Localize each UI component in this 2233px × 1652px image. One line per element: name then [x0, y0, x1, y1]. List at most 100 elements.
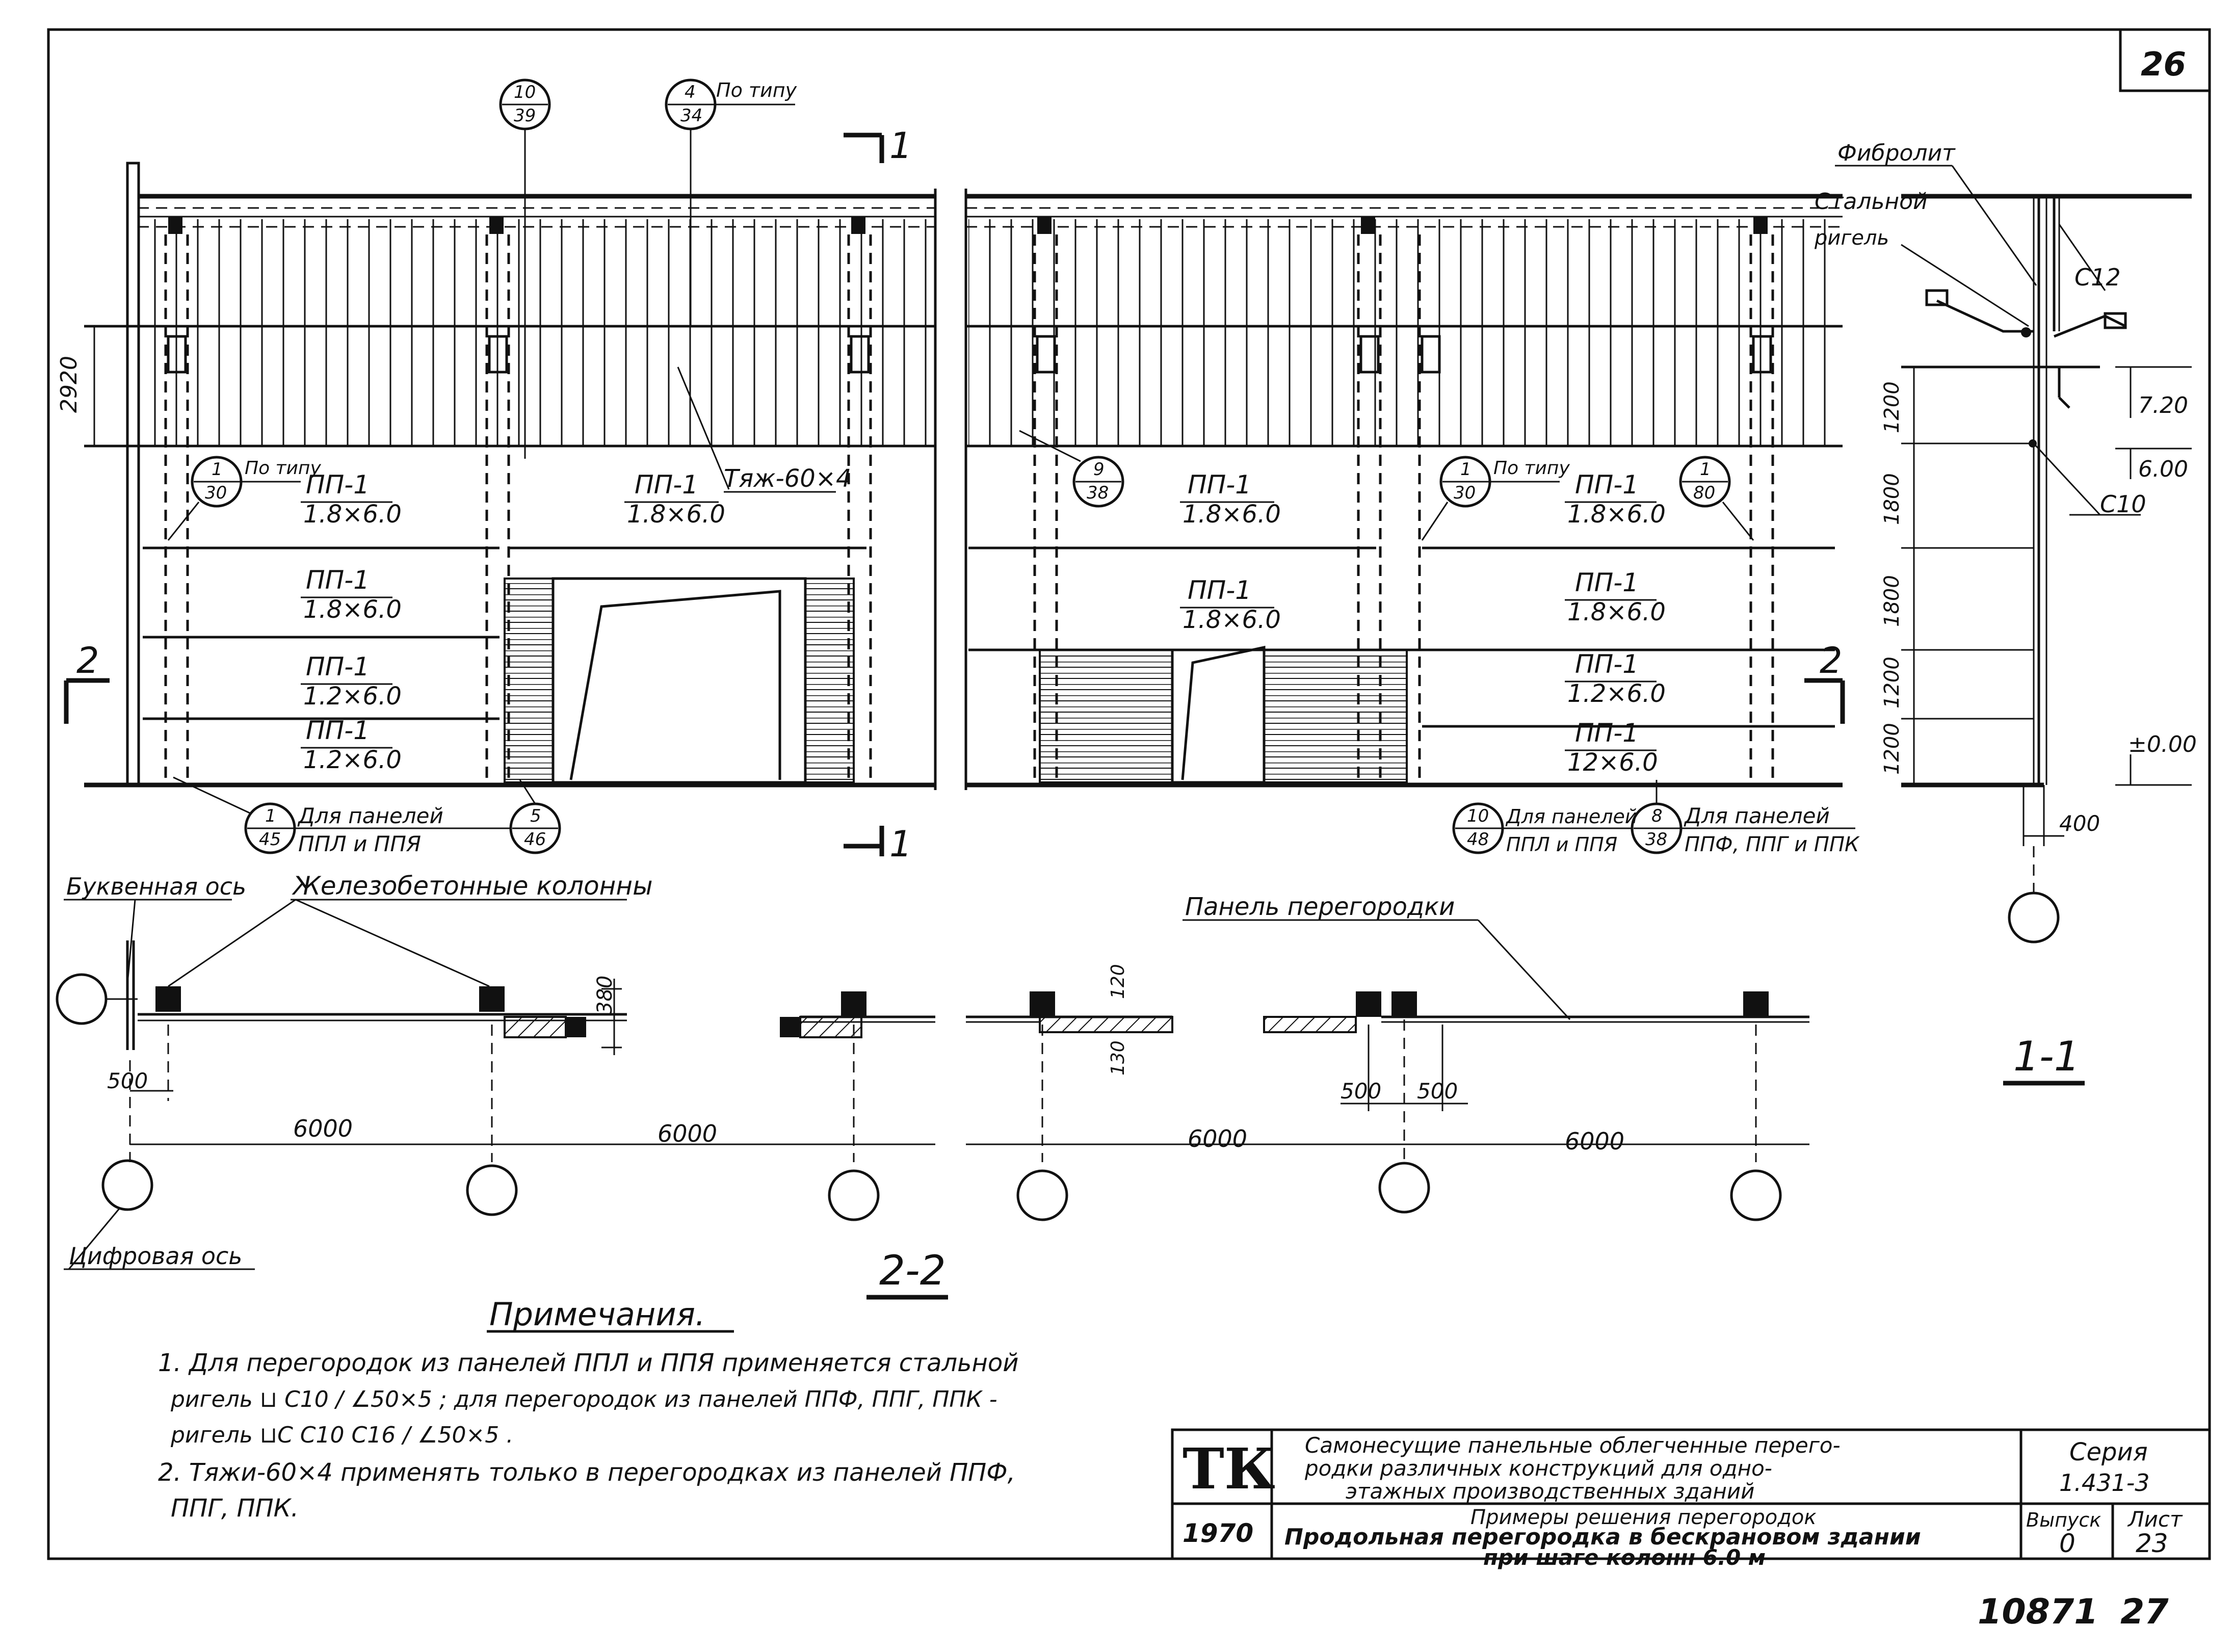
tie-label: Тяж-60×4 — [724, 464, 852, 493]
title-line-1: Самонесущие панельные облегченные перего… — [1305, 1433, 1841, 1458]
panel-label: ПП-11.8×6.0 — [1180, 470, 1281, 529]
span-4: 6000 — [1565, 1127, 1624, 1155]
subtitle-1: Примеры решения перегородок — [1470, 1506, 1816, 1529]
callout-10-48: 10 48 — [1452, 802, 1504, 854]
columns-label: Железобетонные колонны — [292, 871, 653, 901]
archive-number: 10871 — [1978, 1592, 2098, 1632]
svg-text:1.2×6.0: 1.2×6.0 — [1567, 679, 1666, 708]
callout-10-39: 10 39 — [499, 78, 551, 459]
callout-9-38: 9 38 — [1019, 430, 1124, 508]
section-mark-2-right: 2 — [1820, 640, 1843, 681]
archive-page: 27 — [2120, 1592, 2169, 1632]
svg-text:10: 10 — [1467, 806, 1489, 826]
section-mark-1-top: 1 — [889, 125, 912, 167]
series-label: Серия — [2069, 1438, 2148, 1466]
dim-500-c: 500 — [1417, 1079, 1458, 1104]
dim-1800-b: 1800 — [1880, 575, 1904, 627]
span-3: 6000 — [1188, 1125, 1247, 1152]
panel-label: ПП-11.8×6.0 — [1565, 470, 1666, 529]
c12-label: С12 — [2074, 264, 2121, 291]
panel-label: ПП-112×6.0 — [1565, 718, 1658, 777]
svg-text:5: 5 — [530, 806, 541, 826]
callout-4-34: 4 34 По типу — [665, 78, 797, 326]
svg-text:1: 1 — [1460, 459, 1472, 480]
partition-label: Панель перегородки — [1185, 893, 1455, 921]
svg-text:ПП-1: ПП-1 — [306, 565, 370, 595]
svg-text:1.8×6.0: 1.8×6.0 — [303, 595, 402, 624]
svg-text:38: 38 — [1645, 829, 1667, 850]
svg-text:8: 8 — [1651, 806, 1663, 826]
note-right-a1: Для панелей — [1505, 805, 1638, 828]
logo: ТК — [1183, 1436, 1275, 1502]
svg-text:1.2×6.0: 1.2×6.0 — [303, 746, 402, 774]
note-right-b1: Для панелей — [1684, 803, 1830, 828]
svg-text:1.8×6.0: 1.8×6.0 — [1567, 598, 1666, 626]
svg-text:48: 48 — [1467, 829, 1489, 850]
dim-1200-a: 1200 — [1880, 381, 1904, 433]
elev-720: 7.20 — [2138, 392, 2188, 418]
rigel-label: ригель — [1814, 226, 1889, 250]
panel-label: ПП-11.8×6.0 — [301, 470, 402, 529]
callout-1-45: 1 45 — [173, 776, 296, 854]
svg-text:По типу: По типу — [1493, 458, 1570, 479]
height-dim: 2920 — [56, 356, 82, 413]
note-2a: 2. Тяжи-60×4 применять только в перегоро… — [158, 1458, 1015, 1487]
panel-label: ПП-11.8×6.0 — [624, 470, 725, 529]
panel-label: ПП-11.8×6.0 — [301, 565, 402, 624]
svg-text:1.8×6.0: 1.8×6.0 — [303, 500, 402, 529]
svg-text:1.8×6.0: 1.8×6.0 — [1183, 606, 1281, 634]
page-number: 26 — [2141, 46, 2186, 84]
svg-text:45: 45 — [259, 829, 281, 850]
issue-value: 0 — [2059, 1529, 2076, 1558]
svg-text:46: 46 — [524, 829, 546, 850]
section-mark-2-left: 2 — [76, 640, 99, 681]
subtitle-2: Продольная перегородка в бескрановом зда… — [1284, 1524, 1921, 1550]
svg-text:ПП-1: ПП-1 — [635, 470, 698, 500]
dim-1200-b: 1200 — [1880, 657, 1904, 709]
svg-text:80: 80 — [1693, 483, 1715, 503]
notes-heading: Примечания. — [489, 1296, 705, 1333]
svg-text:30: 30 — [1454, 483, 1476, 503]
note-1c: ригель ⊔С С10 С16 / ∠50×5 . — [170, 1422, 513, 1448]
callout-1-30-right: 1 30 По типу — [1421, 456, 1570, 541]
elev-000: ±0.00 — [2128, 731, 2197, 757]
svg-text:ПП-1: ПП-1 — [1188, 470, 1251, 500]
callout-8-38: 8 38 — [1631, 780, 1683, 854]
year: 1970 — [1183, 1518, 1253, 1548]
title-line-3: этажных производственных зданий — [1346, 1479, 1754, 1504]
section-1-1-title: 1-1 — [2013, 1033, 2080, 1080]
plan-2-2: Буквенная ось Железобетонные колонны 380… — [56, 871, 1809, 1300]
notes: Примечания. 1. Для перегородок из панеле… — [158, 1296, 1018, 1523]
elevation-right: 2 — [964, 189, 1845, 790]
sheet-frame — [47, 28, 2211, 1560]
svg-text:По типу: По типу — [716, 79, 797, 101]
svg-text:4: 4 — [685, 82, 696, 102]
callout-5-46: 5 46 — [509, 779, 561, 854]
span-1: 6000 — [293, 1115, 353, 1142]
svg-text:1.8×6.0: 1.8×6.0 — [1183, 500, 1281, 529]
sheet-label: Лист — [2127, 1507, 2183, 1532]
panel-label: ПП-11.2×6.0 — [301, 652, 402, 711]
series-value: 1.431-3 — [2059, 1469, 2150, 1497]
fibrolit-label: Фибролит — [1837, 140, 1956, 166]
svg-text:1: 1 — [212, 459, 223, 480]
svg-text:ПП-1: ПП-1 — [1575, 568, 1639, 597]
callout-1-80: 1 80 — [1679, 456, 1754, 541]
sheet-value: 23 — [2136, 1529, 2168, 1558]
panel-label: ПП-11.2×6.0 — [1565, 649, 1666, 708]
svg-text:ПП-1: ПП-1 — [306, 470, 370, 500]
note-right-a2: ППЛ и ППЯ — [1506, 833, 1617, 856]
note-1b: ригель ⊔ С10 / ∠50×5 ; для перегородок и… — [170, 1386, 997, 1412]
section-mark-1-bottom: 1 — [889, 823, 912, 865]
dim-120: 120 — [1108, 964, 1128, 999]
panel-label: ПП-11.8×6.0 — [1565, 568, 1666, 626]
issue-label: Выпуск — [2026, 1509, 2101, 1531]
plan-title: 2-2 — [879, 1247, 946, 1294]
title-block: ТК 1970 Самонесущие панельные облегченны… — [1171, 1428, 2211, 1570]
svg-text:39: 39 — [514, 106, 536, 126]
svg-text:30: 30 — [205, 483, 227, 503]
dim-380: 380 — [593, 976, 617, 1014]
svg-text:ПП-1: ПП-1 — [1188, 575, 1251, 605]
